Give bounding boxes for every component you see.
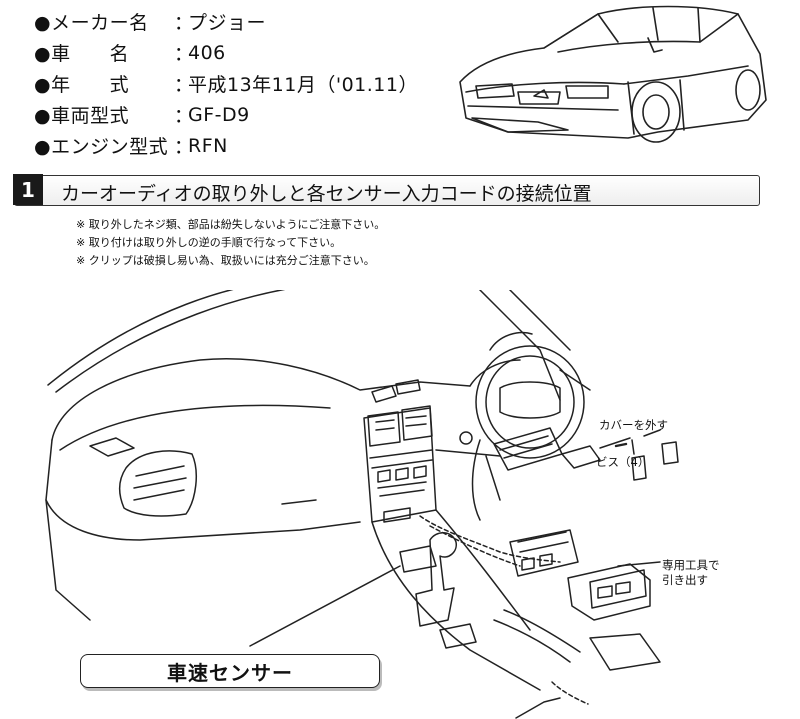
section-header: 1 カーオーディオの取り外しと各センサー入力コードの接続位置 <box>13 174 760 206</box>
spec-label: ●車 名 <box>34 43 130 65</box>
spec-label: ●車両型式 <box>34 105 130 127</box>
spec-label: ●年 式 <box>34 74 130 96</box>
spec-row-year: ●年 式 ： 平成13年11月（'01.11） <box>34 68 454 99</box>
spec-separator: ： <box>174 105 194 127</box>
spec-separator: ： <box>174 43 194 65</box>
callout-tool-line1: 専用工具で <box>662 558 720 572</box>
car-illustration <box>459 5 767 143</box>
callout-remove-cover: カバーを外す <box>599 418 668 432</box>
spec-label: ●エンジン型式 <box>34 136 169 158</box>
spec-value: プジョー <box>188 12 267 34</box>
note-item: ※ 取り外したネジ類、部品は紛失しないようにご注意下さい。 <box>76 218 386 231</box>
vehicle-spec-list: ●メーカー名 ： プジョー ●車 名 ： 406 ●年 式 ： 平成13年11月… <box>34 6 454 161</box>
spec-value: 平成13年11月（'01.11） <box>188 74 418 96</box>
speed-sensor-label: 車速センサー <box>80 654 380 688</box>
spec-label: ●メーカー名 <box>34 12 149 34</box>
callout-tool-line2: 引き出す <box>662 573 708 587</box>
spec-value: RFN <box>188 134 228 157</box>
spec-row-type: ●車両型式 ： GF-D9 <box>34 99 454 130</box>
spec-separator: ： <box>174 136 194 158</box>
notes-list: ※ 取り外したネジ類、部品は紛失しないようにご注意下さい。 ※ 取り付けは取り外… <box>76 216 385 270</box>
spec-separator: ： <box>174 74 194 96</box>
note-item: ※ 取り付けは取り外しの逆の手順で行なって下さい。 <box>76 236 342 249</box>
callout-screws: ビス（4） <box>596 455 650 469</box>
section-number: 1 <box>13 174 43 205</box>
dashboard-illustration <box>45 290 679 719</box>
spec-value: GF-D9 <box>188 103 250 126</box>
spec-row-engine: ●エンジン型式 ： RFN <box>34 130 454 161</box>
spec-row-maker: ●メーカー名 ： プジョー <box>34 6 454 37</box>
note-item: ※ クリップは破損し易い為、取扱いには充分ご注意下さい。 <box>76 254 375 267</box>
spec-value: 406 <box>188 41 226 64</box>
spec-row-model: ●車 名 ： 406 <box>34 37 454 68</box>
section-title: カーオーディオの取り外しと各センサー入力コードの接続位置 <box>61 183 592 205</box>
spec-separator: ： <box>174 12 194 34</box>
